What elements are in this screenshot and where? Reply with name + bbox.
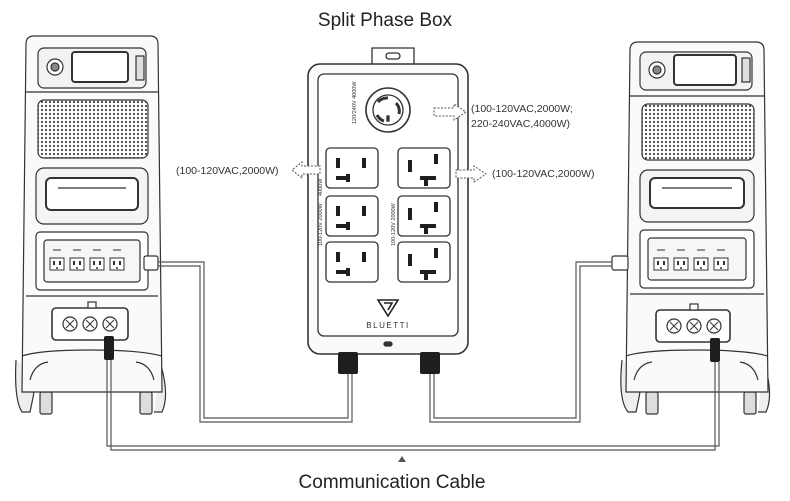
twistlock-label-line1: (100-120VAC,2000W; [471,103,573,115]
power-cables [158,261,612,423]
box-brand: BLUETTI [366,321,409,330]
left-outlets-label: (100-120VAC,2000W) [176,165,279,177]
right-group-rating: 100-120V 2000W [391,202,397,246]
box-right-comm-plug [420,352,440,374]
left-comm-plug [104,336,114,360]
box-right-outlets [408,154,438,280]
twistlock-arrow-icon [433,103,467,121]
caption-pointer-icon [398,456,406,462]
bluetti-logo-icon [376,299,400,318]
twistlock-label-line2: 220-240VAC,4000W) [471,118,570,130]
left-power-station [15,35,167,415]
diagram-caption: Communication Cable [299,472,486,493]
right-outlets-arrow-icon [455,165,487,183]
twistlock-rating-label: 120/240V 4000W [352,81,358,124]
right-power-station [611,41,771,415]
diagram-title: Split Phase Box [318,10,453,31]
box-left-outlets [336,158,366,276]
left-group-rating-b: 100-120V 2000W [318,202,324,246]
right-outlets-label: (100-120VAC,2000W) [492,168,595,180]
right-comm-plug [710,338,720,362]
box-left-comm-plug [338,352,358,374]
left-outlets-arrow-icon [291,160,321,180]
communication-cable [106,360,720,451]
split-phase-box [307,47,469,355]
left-group-rating-a: 4000W [318,178,324,196]
